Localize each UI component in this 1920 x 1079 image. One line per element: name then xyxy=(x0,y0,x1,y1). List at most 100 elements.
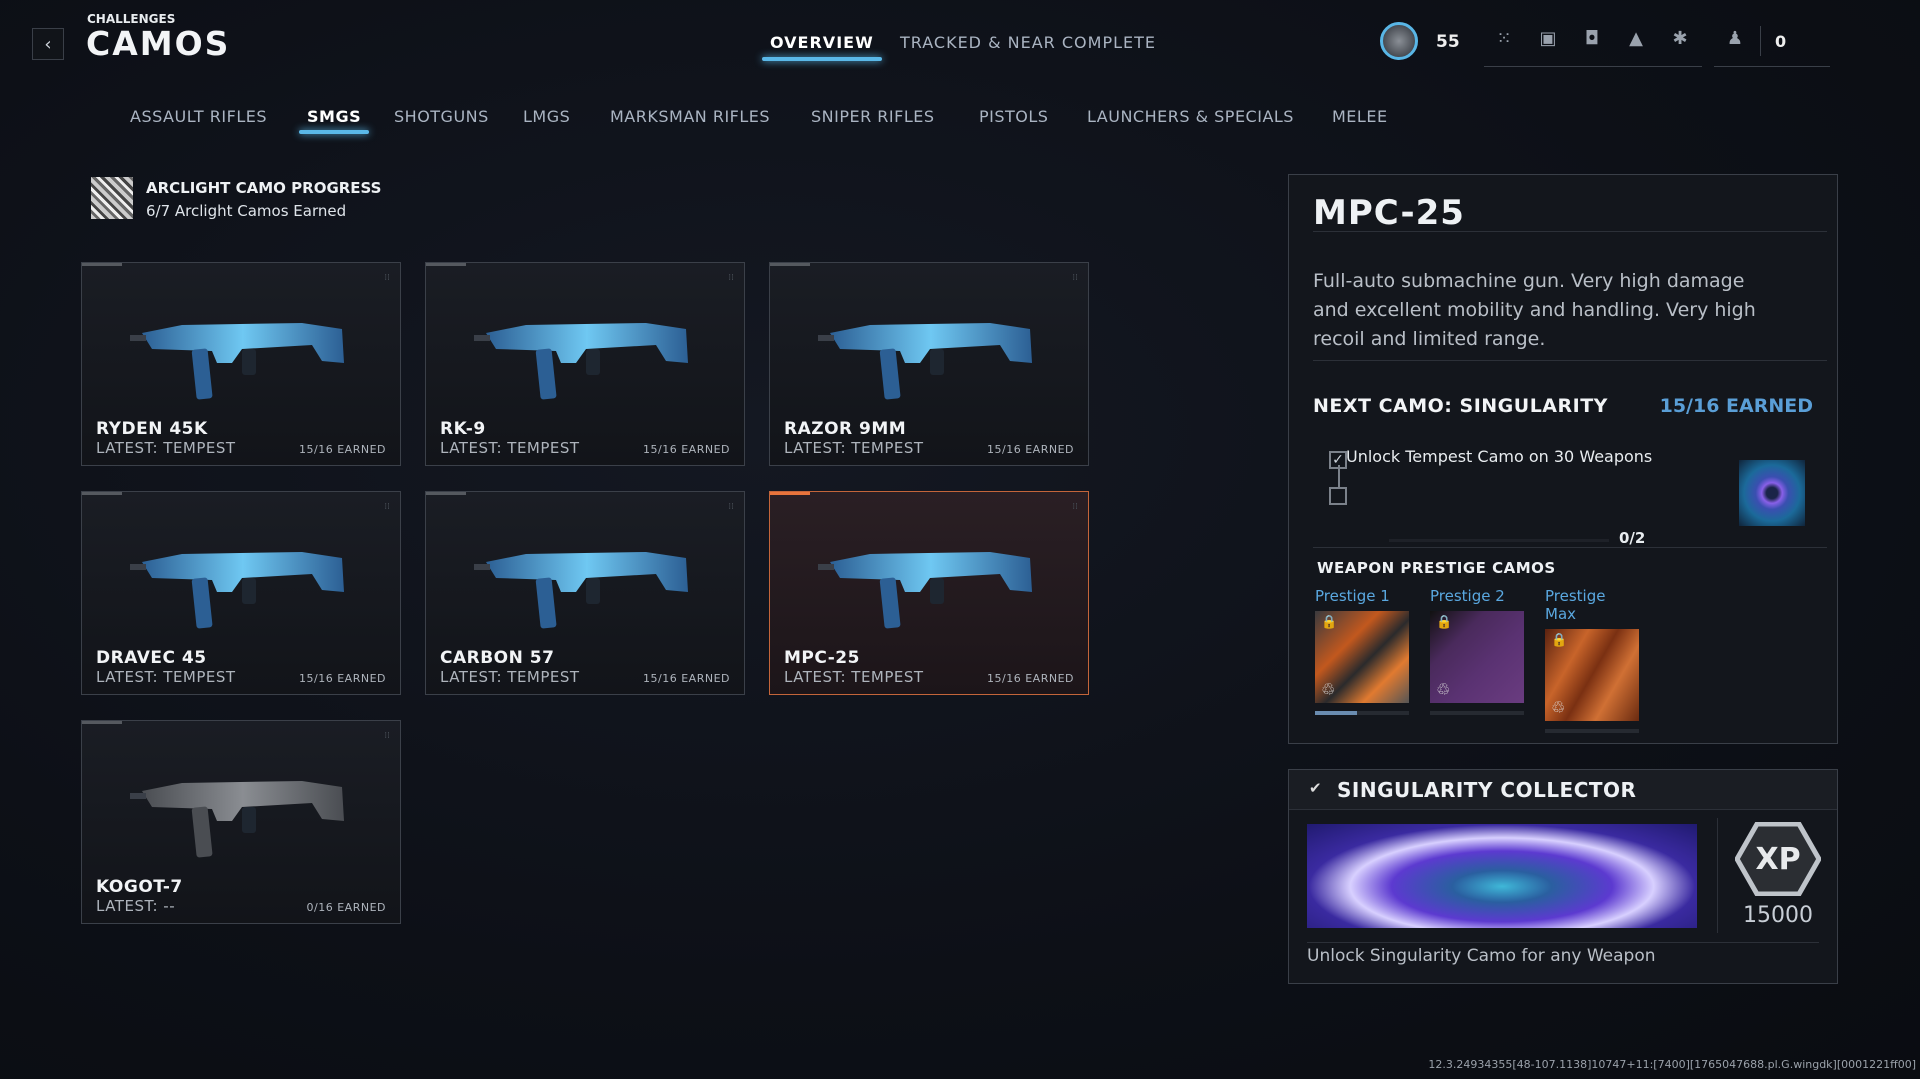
weapon-name: RAZOR 9MM xyxy=(784,419,907,439)
friends-count: 0 xyxy=(1775,32,1787,51)
build-version: 12.3.24934355[48-107.1138]10747+11:[7400… xyxy=(1428,1058,1916,1071)
task-label: Unlock Tempest Camo on 30 Weapons xyxy=(1346,447,1653,466)
checkmark-icon: ✔ xyxy=(1309,779,1322,797)
xp-reward: 15000 xyxy=(1743,903,1813,928)
card-grid-icon: ⁞⁞ xyxy=(384,273,390,283)
prestige-2-camo[interactable]: Prestige 2 🔒♲ xyxy=(1430,587,1524,715)
category-marksman-rifles[interactable]: MARKSMAN RIFLES xyxy=(610,107,771,126)
weapon-latest-camo: LATEST: TEMPEST xyxy=(784,668,924,686)
card-accent xyxy=(82,492,122,495)
progress-fill xyxy=(1315,711,1358,715)
weapon-card[interactable]: ⁞⁞ CARBON 57 LATEST: TEMPEST 15/16 EARNE… xyxy=(425,491,745,695)
weapon-camos-earned: 15/16 EARNED xyxy=(987,443,1074,456)
weapon-latest-camo: LATEST: TEMPEST xyxy=(784,439,924,457)
weapon-image xyxy=(818,323,1032,400)
weapon-latest-camo: LATEST: TEMPEST xyxy=(96,439,236,457)
weapon-latest-camo: LATEST: TEMPEST xyxy=(440,668,580,686)
player-avatar[interactable] xyxy=(1380,22,1418,60)
prestige-progress-bar xyxy=(1430,711,1524,715)
weapon-card[interactable]: ⁞⁞ RYDEN 45K LATEST: TEMPEST 15/16 EARNE… xyxy=(81,262,401,466)
store-icon[interactable]: ▣ xyxy=(1539,28,1557,49)
weapon-image xyxy=(474,323,688,400)
prestige-progress-bar xyxy=(1315,711,1409,715)
card-grid-icon: ⁞⁞ xyxy=(1072,502,1078,512)
back-button[interactable]: ‹ xyxy=(32,28,64,60)
task-progress: 0/2 xyxy=(1619,529,1646,547)
divider xyxy=(1717,818,1718,933)
category-launchers-specials[interactable]: LAUNCHERS & SPECIALS xyxy=(1087,107,1294,126)
weapon-card[interactable]: ⁞⁞ RAZOR 9MM LATEST: TEMPEST 15/16 EARNE… xyxy=(769,262,1089,466)
weapon-name: MPC-25 xyxy=(1313,193,1465,233)
prestige-progress-bar xyxy=(1545,729,1639,733)
next-camo-earned: 15/16 EARNED xyxy=(1659,395,1813,417)
chevron-left-icon: ‹ xyxy=(44,33,52,55)
collector-header: ✔ SINGULARITY COLLECTOR xyxy=(1289,770,1837,810)
settings-gear-icon[interactable]: ✱ xyxy=(1672,28,1688,49)
weapon-image xyxy=(130,781,344,858)
task-progress-bar xyxy=(1389,539,1609,542)
xp-badge-icon: XP xyxy=(1735,822,1821,896)
divider xyxy=(1760,26,1761,56)
card-accent xyxy=(770,263,810,266)
prestige-camos-title: WEAPON PRESTIGE CAMOS xyxy=(1317,559,1556,577)
notification-bell-icon[interactable]: ▲ xyxy=(1629,28,1643,49)
camo-thumbnail: 🔒♲ xyxy=(1430,611,1524,703)
camo-thumbnail: 🔒♲ xyxy=(1545,629,1639,721)
category-smgs[interactable]: SMGS xyxy=(298,107,370,134)
lock-icon: 🔒 xyxy=(1321,615,1338,630)
weapon-name: KOGOT-7 xyxy=(96,877,183,897)
prestige-1-camo[interactable]: Prestige 1 🔒♲ xyxy=(1315,587,1409,715)
prestige-label: Prestige Max xyxy=(1545,587,1606,623)
divider xyxy=(1484,66,1702,67)
category-melee[interactable]: MELEE xyxy=(1332,107,1388,126)
singularity-collector-panel: ✔ SINGULARITY COLLECTOR XP 15000 Unlock … xyxy=(1288,769,1838,984)
arclight-progress-title: ARCLIGHT CAMO PROGRESS xyxy=(146,179,382,197)
calling-card-banner xyxy=(1307,824,1697,928)
camera-icon[interactable]: ◘ xyxy=(1584,28,1600,49)
weapon-latest-camo: LATEST: TEMPEST xyxy=(96,668,236,686)
category-sniper-rifles[interactable]: SNIPER RIFLES xyxy=(811,107,935,126)
category-assault-rifles[interactable]: ASSAULT RIFLES xyxy=(130,107,267,126)
tab-tracked[interactable]: TRACKED & NEAR COMPLETE xyxy=(900,33,1156,52)
prestige-max-camo[interactable]: Prestige Max 🔒♲ xyxy=(1545,587,1639,733)
weapon-name: DRAVEC 45 xyxy=(96,648,207,668)
card-accent xyxy=(426,492,466,495)
weapon-latest-camo: LATEST: -- xyxy=(96,897,176,915)
divider xyxy=(1313,360,1827,361)
singularity-camo-preview xyxy=(1739,460,1805,526)
category-pistols[interactable]: PISTOLS xyxy=(979,107,1049,126)
collector-description: Unlock Singularity Camo for any Weapon xyxy=(1307,946,1656,966)
weapon-latest-camo: LATEST: TEMPEST xyxy=(440,439,580,457)
card-accent xyxy=(82,263,122,266)
divider xyxy=(1714,66,1830,67)
weapon-name: CARBON 57 xyxy=(440,648,555,668)
weapon-camos-earned: 15/16 EARNED xyxy=(299,443,386,456)
weapon-card[interactable]: ⁞⁞ KOGOT-7 LATEST: -- 0/16 EARNED xyxy=(81,720,401,924)
weapon-detail-panel: MPC-25 Full-auto submachine gun. Very hi… xyxy=(1288,174,1838,744)
card-grid-icon: ⁞⁞ xyxy=(728,273,734,283)
category-lmgs[interactable]: LMGS xyxy=(523,107,571,126)
weapon-card[interactable]: ⁞⁞ RK-9 LATEST: TEMPEST 15/16 EARNED xyxy=(425,262,745,466)
weapon-camos-earned: 15/16 EARNED xyxy=(987,672,1074,685)
tab-overview[interactable]: OVERVIEW xyxy=(762,33,882,61)
prestige-icon: ♲ xyxy=(1321,680,1336,699)
collector-title: SINGULARITY COLLECTOR xyxy=(1337,778,1637,802)
card-grid-icon: ⁞⁞ xyxy=(384,502,390,512)
prestige-icon: ♲ xyxy=(1551,698,1566,717)
card-accent xyxy=(426,263,466,266)
weapon-name: RYDEN 45K xyxy=(96,419,208,439)
weapon-card[interactable]: ⁞⁞ DRAVEC 45 LATEST: TEMPEST 15/16 EARNE… xyxy=(81,491,401,695)
grid-menu-icon[interactable]: ⁙ xyxy=(1496,28,1512,49)
divider xyxy=(1313,231,1827,232)
divider xyxy=(1307,942,1819,943)
weapon-image xyxy=(818,552,1032,629)
weapon-image xyxy=(130,323,344,400)
task-checkbox-empty xyxy=(1329,487,1347,505)
weapon-name: MPC-25 xyxy=(784,648,860,668)
friends-icon[interactable]: ♟ xyxy=(1726,28,1744,49)
divider xyxy=(1313,547,1827,548)
weapon-card[interactable]: ⁞⁞ MPC-25 LATEST: TEMPEST 15/16 EARNED xyxy=(769,491,1089,695)
card-accent xyxy=(82,721,122,724)
category-shotguns[interactable]: SHOTGUNS xyxy=(394,107,489,126)
svg-text:XP: XP xyxy=(1755,842,1800,877)
